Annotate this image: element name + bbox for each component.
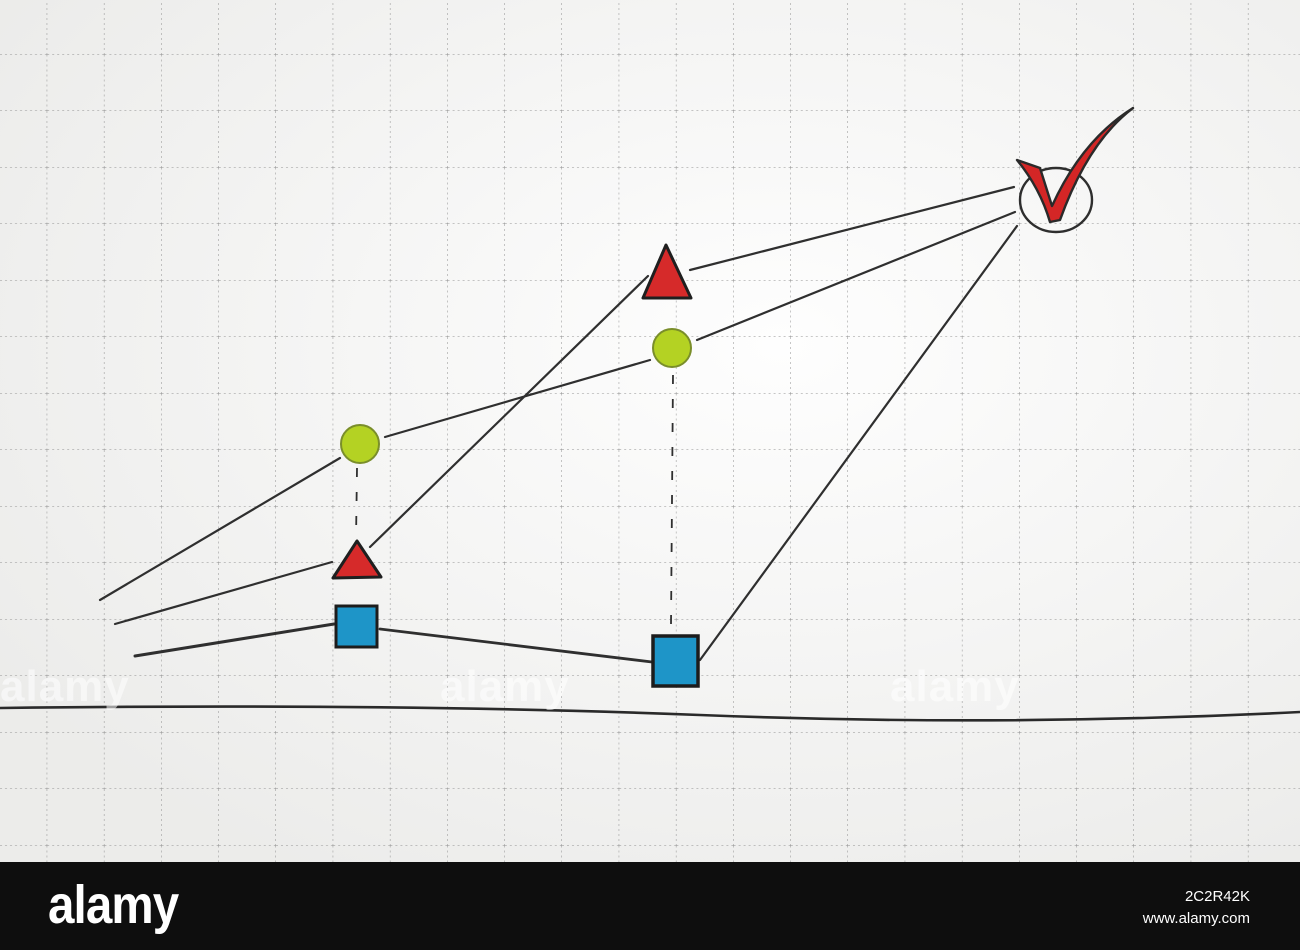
checkmark-icon: [1015, 106, 1135, 234]
line-circle-series-3: [695, 210, 1017, 342]
line-square-series-3: [698, 224, 1019, 662]
triangle-marker-icon: [641, 243, 693, 300]
circle-marker-icon: [652, 328, 692, 368]
line-triangle-series-3: [688, 185, 1016, 272]
line-square-series-2: [378, 627, 654, 664]
line-square-series-1: [133, 622, 336, 658]
image-id: 2C2R42K: [1184, 888, 1250, 905]
line-circle-series-1: [98, 456, 342, 602]
site-link[interactable]: www.alamy.com: [1142, 910, 1250, 927]
footer-bar: alamy 2C2R42K www.alamy.com: [0, 862, 1300, 950]
square-marker-icon: [651, 634, 700, 688]
circle-marker-icon: [340, 424, 380, 464]
alamy-logo[interactable]: alamy: [48, 875, 179, 935]
dashed-guide-right: [670, 374, 674, 626]
sketch-photo: alamy alamy alamy: [0, 0, 1300, 862]
line-triangle-series-1: [113, 560, 334, 626]
line-circle-series-2: [383, 358, 652, 439]
baseline: [0, 705, 1300, 722]
hand-drawn-diagram: [0, 0, 1300, 862]
image-credit: 2C2R42K www.alamy.com: [1143, 886, 1250, 930]
square-marker-icon: [334, 604, 379, 649]
watermark: alamy: [890, 662, 1020, 711]
watermark: alamy: [0, 662, 130, 711]
line-triangle-series-2: [368, 274, 650, 549]
watermark: alamy: [440, 662, 570, 711]
triangle-marker-icon: [331, 539, 383, 580]
